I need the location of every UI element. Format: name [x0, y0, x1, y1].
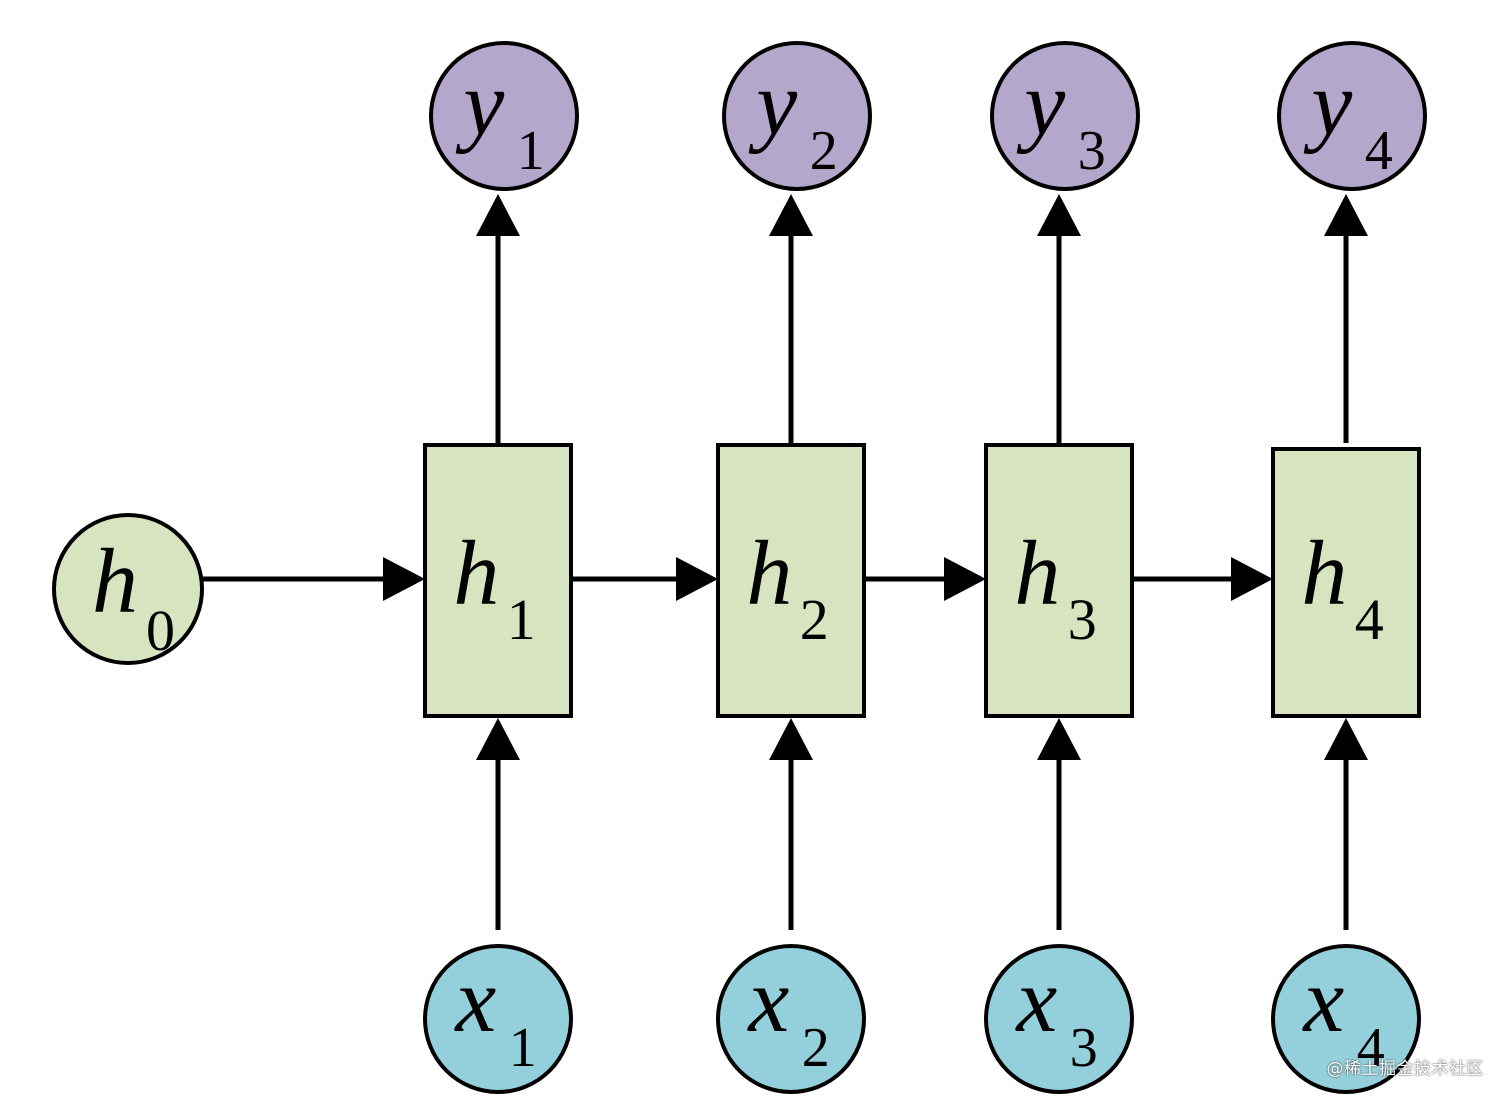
output-node-4	[1277, 41, 1427, 191]
arrow-h3-to-h4-head	[1231, 557, 1273, 601]
output-node-2	[722, 41, 872, 191]
output-node-3	[990, 41, 1140, 191]
input-3-subscript: 3	[1070, 1017, 1098, 1079]
arrow-h2-to-h3-head	[944, 557, 986, 601]
initial-state-subscript: 0	[146, 598, 175, 663]
input-1-subscript: 1	[509, 1017, 537, 1079]
input-node-4	[1271, 944, 1421, 1094]
arrow-h2-to-h3	[864, 557, 986, 601]
output-1-letter: y	[455, 52, 504, 154]
input-node-2	[716, 944, 866, 1094]
input-2-letter: x	[746, 949, 789, 1051]
output-4-subscript: 4	[1365, 120, 1393, 182]
arrow-x1-to-h1-head	[476, 718, 520, 760]
arrow-h3-to-h4	[1132, 557, 1273, 601]
arrow-x3-to-h3	[1037, 718, 1081, 930]
hidden-state-1-letter: h	[453, 522, 499, 624]
arrow-h0-to-h1-head	[383, 557, 425, 601]
hidden-state-1-subscript: 1	[507, 587, 536, 652]
input-2-subscript: 2	[802, 1017, 830, 1079]
hidden-state-box-3	[984, 443, 1134, 718]
arrow-h2-to-y2	[769, 194, 813, 443]
arrow-x2-to-h2	[769, 718, 813, 930]
hidden-state-box-2	[716, 443, 866, 718]
output-1-subscript: 1	[517, 120, 545, 182]
arrow-h4-to-y4	[1324, 194, 1368, 443]
hidden-state-box-4	[1271, 447, 1421, 718]
arrow-h4-to-y4-head	[1324, 194, 1368, 236]
output-2-subscript: 2	[810, 120, 838, 182]
output-node-1	[429, 41, 579, 191]
hidden-state-box-1	[423, 443, 573, 718]
arrow-x4-to-h4	[1324, 718, 1368, 930]
arrow-h1-to-y1-head	[476, 194, 520, 236]
arrow-x4-to-h4-head	[1324, 718, 1368, 760]
initial-state-circle	[52, 513, 204, 665]
output-3-letter: y	[1016, 52, 1065, 154]
hidden-state-2-subscript: 2	[800, 587, 829, 652]
watermark: @稀土掘金技术社区	[1326, 1059, 1484, 1079]
hidden-state-3-subscript: 3	[1068, 587, 1097, 652]
arrow-h3-to-y3-head	[1037, 194, 1081, 236]
arrow-x3-to-h3-head	[1037, 718, 1081, 760]
arrow-h0-to-h1	[203, 557, 425, 601]
arrow-h1-to-y1	[476, 194, 520, 443]
initial-state-letter: h	[92, 530, 138, 632]
input-3-letter: x	[1014, 949, 1057, 1051]
arrow-x2-to-h2-head	[769, 718, 813, 760]
output-4-letter: y	[1303, 52, 1352, 154]
output-3-subscript: 3	[1078, 120, 1106, 182]
arrow-x1-to-h1	[476, 718, 520, 930]
arrow-h1-to-h2-head	[676, 557, 718, 601]
arrow-h2-to-y2-head	[769, 194, 813, 236]
hidden-state-2-letter: h	[746, 522, 792, 624]
hidden-state-4-letter: h	[1301, 522, 1347, 624]
input-4-subscript: 4	[1357, 1017, 1385, 1079]
arrow-h1-to-h2	[571, 557, 718, 601]
arrow-h3-to-y3	[1037, 194, 1081, 443]
hidden-state-3-letter: h	[1014, 522, 1060, 624]
initial-state-node: h 0	[52, 513, 204, 665]
edges-layer	[203, 194, 1368, 930]
input-node-3	[984, 944, 1134, 1094]
output-2-letter: y	[748, 52, 797, 154]
hidden-state-4-subscript: 4	[1355, 587, 1384, 652]
input-4-letter: x	[1301, 949, 1344, 1051]
input-node-1	[423, 944, 573, 1094]
input-1-letter: x	[453, 949, 496, 1051]
